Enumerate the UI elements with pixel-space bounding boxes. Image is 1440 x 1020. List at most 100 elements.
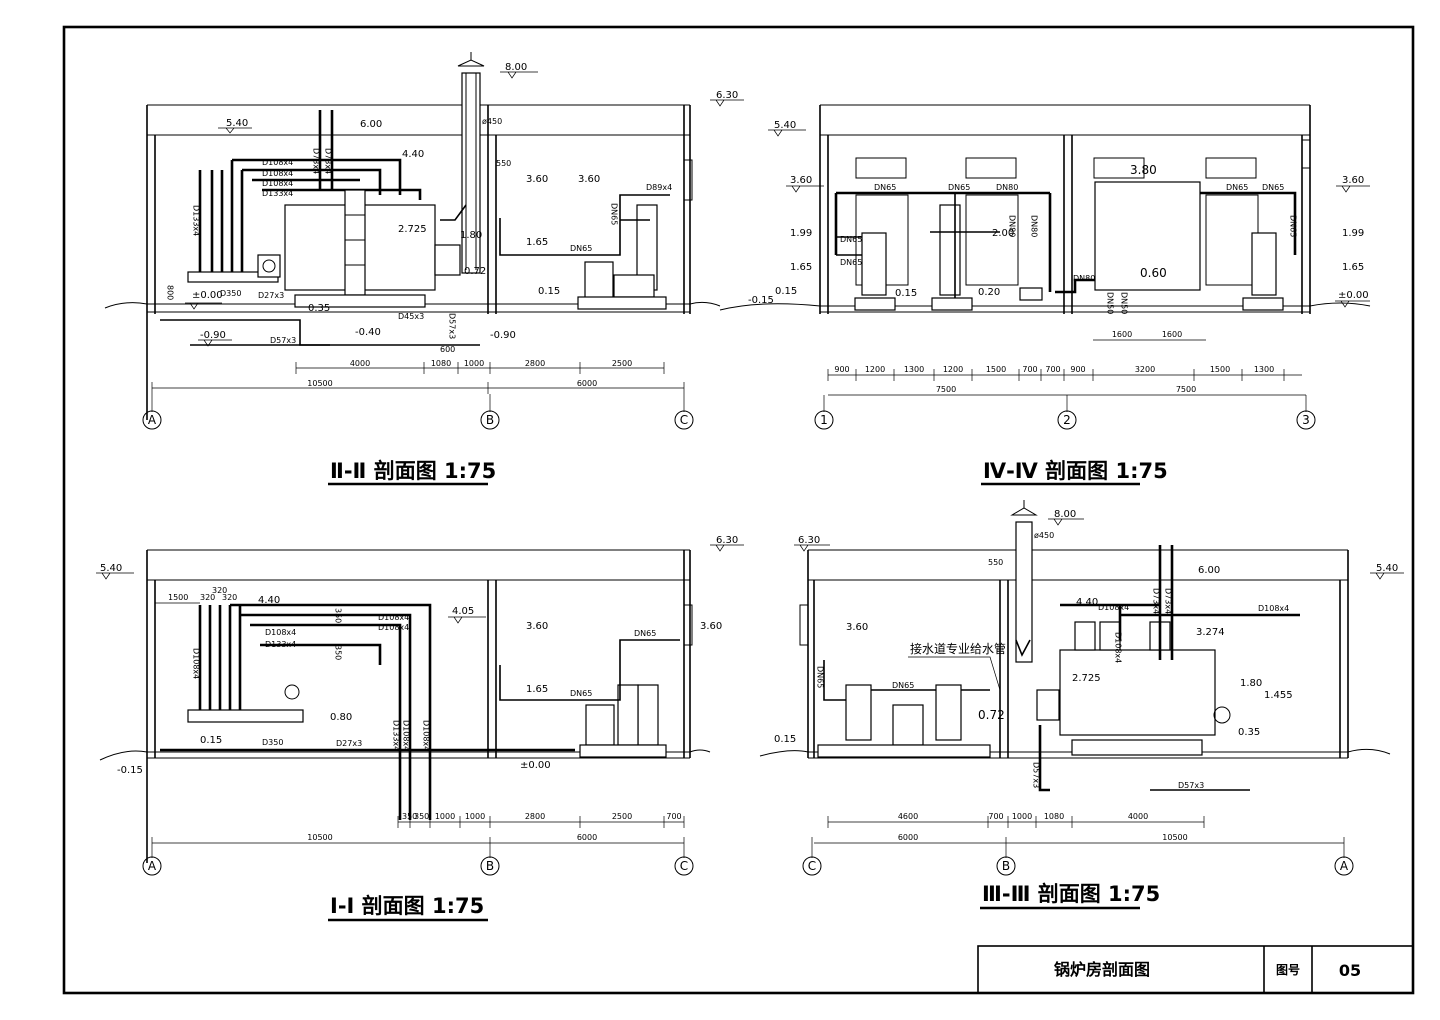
elev-label: 0.35 (1238, 727, 1260, 738)
dim-label: 350 (414, 812, 429, 821)
section-2-dimensions: 4000 1080 1000 2800 2500 10500 6000 550 … (166, 159, 633, 388)
section-4-dimensions: 900 1200 1300 1200 1500 700 700 900 3200… (834, 330, 1274, 394)
pipe-label: DN65 (570, 689, 592, 698)
section-4-title: Ⅳ-Ⅳ 剖面图 1:75 (983, 459, 1168, 483)
pipe-label: D108x4 (1114, 632, 1123, 663)
elev-label: 3.274 (1196, 627, 1225, 638)
dim-label: 10500 (307, 833, 332, 842)
elev-label: 1.65 (526, 237, 548, 248)
sheet-border (62, 25, 1415, 995)
section-4-4: 1 2 3 5.40 3.60 1.99 1.65 0.15 -0.15 0.1… (719, 104, 1371, 486)
elev-label: 0.15 (895, 288, 917, 299)
elev-label: 2.00 (992, 228, 1014, 239)
dim-label: 10500 (1162, 833, 1187, 842)
pipe-label: D108x4 (378, 613, 409, 622)
elev-label: ±0.00 (520, 760, 551, 771)
section-4-elevations: 5.40 3.60 1.99 1.65 0.15 -0.15 0.15 0.20… (748, 120, 1370, 308)
section-1-1: A B C 5.40 6.30 4.40 4.05 3.60 3.60 1.65… (96, 535, 744, 922)
dim-label: 1080 (431, 359, 451, 368)
pipe-label: D57x3 (1032, 762, 1041, 788)
drawing-number-label: 图号 (1276, 962, 1300, 977)
dim-label: 1300 (1254, 365, 1274, 374)
dim-label: 1500 (168, 593, 188, 602)
elev-label: 4.40 (402, 149, 424, 160)
pipe-label: DN65 (840, 235, 862, 244)
elev-label: 4.05 (452, 606, 474, 617)
dim-label: 550 (496, 159, 511, 168)
elev-label: 3.60 (526, 621, 548, 632)
pipe-label: D57x3 (1178, 781, 1204, 790)
dim-label: 1600 (1112, 330, 1132, 339)
pipe-label: D133x4 (265, 640, 296, 649)
section-1-axis-b: B (486, 859, 494, 873)
dim-label: 350 (402, 812, 417, 821)
pipe-label: DN65 (1262, 183, 1284, 192)
elev-label: 2.725 (398, 224, 427, 235)
dim-label: 1300 (904, 365, 924, 374)
section-2-axis-b: B (486, 413, 494, 427)
dim-label: 2500 (612, 359, 632, 368)
pipe-label: D73x4 (1152, 588, 1161, 614)
section-2-pipe-labels: D108x4 D108x4 D108x4 D133x4 D133x4 D73x4… (192, 117, 673, 345)
pipe-label: DN65 (948, 183, 970, 192)
elev-label: 6.00 (360, 119, 382, 130)
pipe-label: D27x3 (336, 739, 362, 748)
section-3-3: C B A 接水道专业给水管 6.30 5.40 8.00 6.00 4.40 … (759, 500, 1404, 910)
dim-label: 3200 (1135, 365, 1155, 374)
dim-label: 7500 (936, 385, 956, 394)
dim-label: 1000 (464, 359, 484, 368)
dim-label: 2800 (525, 812, 545, 821)
dim-label: 700 (988, 812, 1003, 821)
pipe-label: D108x4 (378, 623, 409, 632)
elev-label: 0.72 (464, 266, 486, 277)
elev-label: 6.00 (1198, 565, 1220, 576)
drawing-title: 锅炉房剖面图 (1054, 960, 1150, 979)
elev-label: 6.30 (716, 90, 738, 101)
elev-label: 6.30 (716, 535, 738, 546)
dim-label: 7500 (1176, 385, 1196, 394)
section-1-axis-a: A (148, 859, 157, 873)
pipe-label: D108x4 (1098, 603, 1129, 612)
pipe-label: DN80 (996, 183, 1018, 192)
elev-label: 2.725 (1072, 673, 1101, 684)
elev-label: 1.80 (1240, 678, 1262, 689)
pipe-label: ø450 (482, 117, 502, 126)
pipe-label: D133x4 (262, 189, 293, 198)
dim-label: 6000 (898, 833, 918, 842)
dim-label: 320 (200, 593, 215, 602)
pipe-label: D133x4 (192, 205, 201, 236)
pipe-label: D108x4 (192, 648, 201, 679)
dim-label: 10500 (307, 379, 332, 388)
dim-label: 350 (334, 608, 343, 623)
pipe-label: D45x3 (398, 312, 424, 321)
elev-label: 6.30 (798, 535, 820, 546)
dim-label: 1080 (1044, 812, 1064, 821)
dim-label: 700 (666, 812, 681, 821)
dim-label: 4600 (898, 812, 918, 821)
elev-label: 5.40 (100, 563, 122, 574)
dim-label: 1200 (943, 365, 963, 374)
dim-label: 320 (222, 593, 237, 602)
title-block: 锅炉房剖面图 图号 05 (977, 945, 1414, 994)
dim-label: 1000 (435, 812, 455, 821)
pipe-label: D57x3 (448, 313, 457, 339)
elev-label: 8.00 (1054, 509, 1076, 520)
section-2-2: A B C 5.40 6.00 8.00 6.30 4.40 3.60 3.60… (104, 52, 744, 486)
pipe-label: D350 (220, 289, 241, 298)
section-3-elevations: 6.30 5.40 8.00 6.00 4.40 3.60 3.274 2.72… (774, 509, 1404, 745)
pipe-label: D89x4 (646, 183, 672, 192)
dim-label: 550 (988, 558, 1003, 567)
pipe-label: DN80 (1030, 215, 1039, 237)
pipe-label: DN50 (1120, 292, 1129, 314)
elev-label: 3.80 (1130, 163, 1157, 177)
dim-label: 1200 (865, 365, 885, 374)
pipe-label: D108x4 (262, 169, 293, 178)
section-3-axis-b: B (1002, 859, 1010, 873)
dim-label: 1600 (1162, 330, 1182, 339)
elev-label: 8.00 (505, 62, 527, 73)
elev-label: 1.65 (526, 684, 548, 695)
elev-label: 0.60 (1140, 266, 1167, 280)
elev-label: 5.40 (226, 118, 248, 129)
dim-label: 1000 (465, 812, 485, 821)
elev-label: 3.60 (700, 621, 722, 632)
